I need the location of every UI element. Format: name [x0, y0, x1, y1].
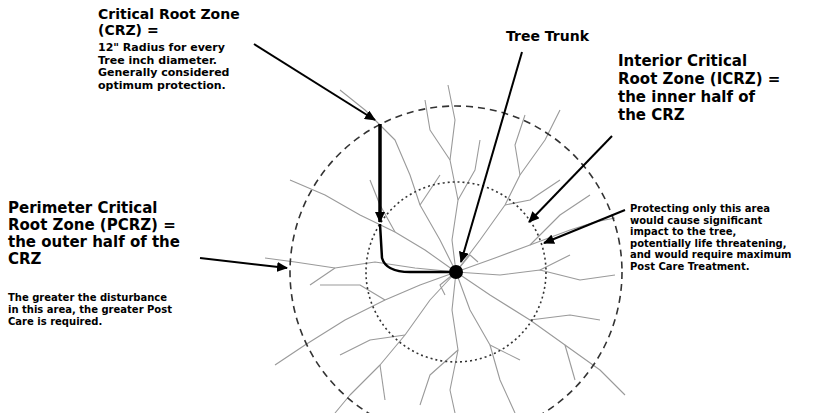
leader-arrow: [529, 136, 612, 222]
zone-note: Protecting only this area would cause si…: [630, 203, 800, 272]
crz-boundary: [290, 106, 622, 413]
leader-lines: [200, 44, 625, 268]
trunk-label: Tree Trunk: [506, 28, 626, 44]
tree-trunk: [449, 265, 463, 279]
leader-arrow: [461, 52, 522, 262]
zone-heading: Perimeter Critical Root Zone (PCRZ) = th…: [8, 200, 188, 268]
zone-note: The greater the disturbance in this area…: [8, 292, 173, 328]
leader-arrow: [544, 210, 625, 243]
zone-note: 12" Radius for every Tree inch diameter.…: [98, 42, 248, 92]
radius-line: [380, 224, 452, 272]
leader-arrow: [200, 258, 287, 268]
zone-heading: Interior Critical Root Zone (ICRZ) = the…: [618, 52, 786, 124]
zone-heading: Critical Root Zone (CRZ) =: [98, 6, 248, 38]
tree-roots: [265, 85, 625, 413]
icrz-boundary: [366, 182, 546, 362]
leader-arrow: [254, 44, 375, 120]
radius-line: [378, 124, 382, 222]
